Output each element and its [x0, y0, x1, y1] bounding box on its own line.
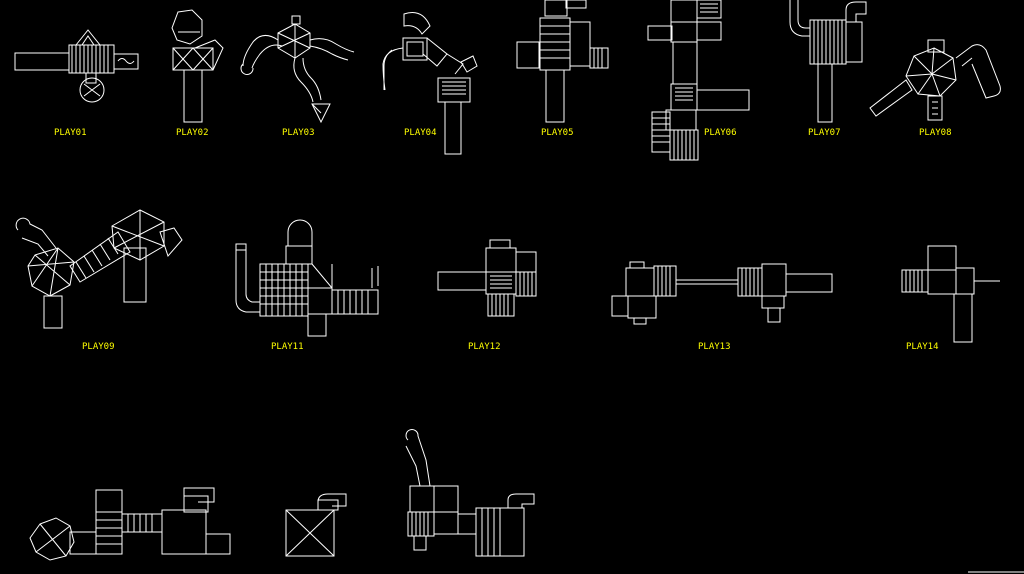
- label-play06: PLAY06: [704, 128, 737, 138]
- label-play08: PLAY08: [919, 128, 952, 138]
- play12-drawing: [437, 239, 537, 317]
- label-play13: PLAY13: [698, 342, 731, 352]
- play05-drawing: [516, 0, 609, 123]
- play08-drawing: [869, 39, 1001, 121]
- play04-drawing: [382, 12, 478, 155]
- play07-drawing: [789, 0, 867, 123]
- label-play14: PLAY14: [906, 342, 939, 352]
- play03-drawing: [240, 15, 355, 124]
- label-play03: PLAY03: [282, 128, 315, 138]
- label-play05: PLAY05: [541, 128, 574, 138]
- label-play12: PLAY12: [468, 342, 501, 352]
- label-play11: PLAY11: [271, 342, 304, 352]
- play09-drawing: [15, 209, 183, 329]
- play14-drawing: [901, 245, 1000, 343]
- label-play07: PLAY07: [808, 128, 841, 138]
- label-play01: PLAY01: [54, 128, 87, 138]
- play17-drawing: [405, 429, 535, 557]
- play16-drawing: [285, 493, 347, 557]
- play13-drawing: [611, 261, 833, 325]
- play11-drawing: [235, 219, 379, 337]
- play01-drawing: [14, 29, 139, 103]
- label-play02: PLAY02: [176, 128, 209, 138]
- label-play09: PLAY09: [82, 342, 115, 352]
- play02-drawing: [171, 9, 224, 123]
- play06-drawing: [647, 0, 750, 161]
- play15-drawing: [29, 487, 231, 561]
- label-play04: PLAY04: [404, 128, 437, 138]
